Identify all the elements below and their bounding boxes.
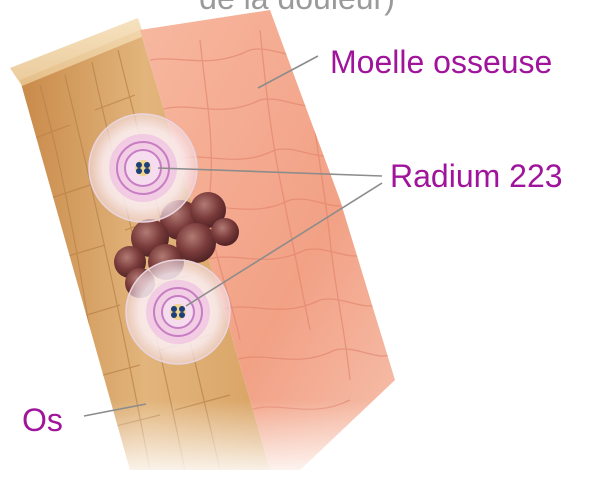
label-moelle-osseuse: Moelle osseuse — [330, 44, 552, 80]
label-os: Os — [22, 402, 63, 438]
radium-atom-icon — [135, 160, 151, 176]
top-caption: de la douleur) — [0, 0, 594, 16]
radium-atom-icon — [170, 304, 186, 320]
label-radium-223: Radium 223 — [390, 158, 563, 194]
radium-atom-upper — [89, 114, 197, 222]
radium-atom-lower — [126, 260, 230, 364]
